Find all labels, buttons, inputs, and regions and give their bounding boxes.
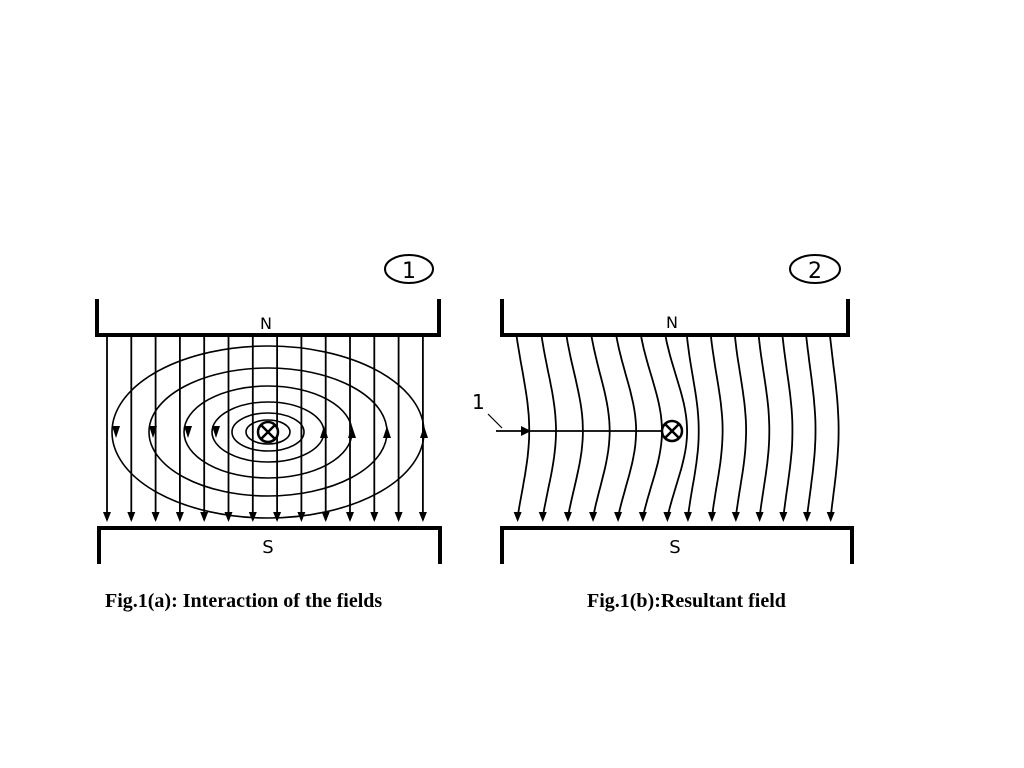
figure-b-number: 2	[808, 259, 822, 284]
flux-arrow	[513, 512, 522, 522]
flux-arrow	[103, 512, 111, 522]
figure-a-south-label: S	[262, 537, 273, 558]
ring-arrow	[320, 426, 328, 438]
figure-b-pointer-label: 1	[472, 390, 485, 414]
figure-b-caption: Fig.1(b):Resultant field	[587, 590, 786, 612]
resultant-flux-line	[590, 336, 611, 518]
resultant-flux-line	[734, 336, 747, 518]
figure-b-number-badge: 2	[789, 254, 841, 284]
flux-arrow	[707, 512, 716, 522]
resultant-flux-line	[540, 336, 557, 518]
flux-arrow	[224, 512, 233, 522]
figure-b-pointer-arrow	[521, 426, 531, 436]
resultant-flux-line	[686, 336, 700, 518]
flux-arrow	[826, 512, 835, 522]
ring-arrow	[112, 426, 120, 438]
flux-arrow	[370, 512, 379, 522]
resultant-flux-line	[515, 336, 531, 518]
figure-b-conductor-cross	[660, 419, 684, 443]
flux-arrow	[755, 512, 764, 522]
flux-arrow	[297, 512, 306, 522]
resultant-flux-line	[781, 336, 794, 518]
figure-b-resultant-field-lines	[513, 336, 840, 522]
ring-arrow	[383, 426, 391, 438]
resultant-flux-line	[664, 336, 689, 518]
flux-arrow	[731, 512, 740, 522]
figure-a-conductor-cross	[256, 420, 280, 444]
figure-a: 1 N S	[95, 254, 442, 564]
conductor-field-ring	[231, 412, 305, 452]
resultant-flux-line	[757, 336, 771, 518]
figure-b-north-pole	[500, 299, 850, 337]
flux-arrow	[200, 512, 209, 522]
figure-a-number-badge: 1	[384, 254, 434, 284]
ring-arrow	[149, 426, 157, 438]
flux-arrow	[538, 512, 547, 522]
flux-arrow	[273, 512, 282, 522]
flux-arrow	[563, 512, 572, 522]
flux-arrow	[418, 512, 427, 522]
figure-a-north-label: N	[260, 314, 272, 333]
resultant-flux-line	[640, 336, 663, 518]
resultant-flux-line	[805, 336, 817, 518]
figure-a-north-pole	[95, 299, 441, 337]
flux-arrow	[779, 512, 788, 522]
figure-b: 2 N S 1	[472, 254, 854, 564]
resultant-flux-line	[565, 336, 584, 518]
resultant-flux-line	[829, 336, 840, 518]
resultant-flux-line	[615, 336, 637, 518]
flux-arrow	[638, 512, 647, 522]
ring-arrow	[420, 426, 428, 438]
ring-arrow	[212, 426, 220, 438]
flux-arrow	[394, 512, 403, 522]
flux-arrow	[346, 512, 354, 522]
conductor-field-ring	[245, 419, 291, 445]
flux-arrow	[321, 512, 330, 522]
figure-b-south-pole	[500, 526, 854, 564]
flux-arrow	[683, 512, 692, 522]
figure-b-north-label: N	[666, 313, 678, 332]
resultant-flux-line	[710, 336, 724, 518]
ring-arrow	[348, 426, 356, 438]
figure-a-ring-arrows	[112, 426, 428, 438]
flux-arrow	[803, 512, 812, 522]
flux-arrow	[127, 512, 136, 522]
ring-arrow	[184, 426, 192, 438]
figure-a-caption: Fig.1(a): Interaction of the fields	[105, 590, 383, 612]
flux-arrow	[589, 512, 598, 522]
figure-b-south-label: S	[669, 537, 680, 558]
flux-arrow	[175, 512, 184, 522]
figure-a-south-pole	[97, 526, 442, 564]
flux-arrow	[663, 512, 672, 522]
figure-a-number: 1	[402, 259, 416, 284]
figure-b-pointer-tick	[487, 413, 503, 429]
flux-arrow	[614, 512, 623, 522]
flux-arrow	[151, 512, 160, 522]
